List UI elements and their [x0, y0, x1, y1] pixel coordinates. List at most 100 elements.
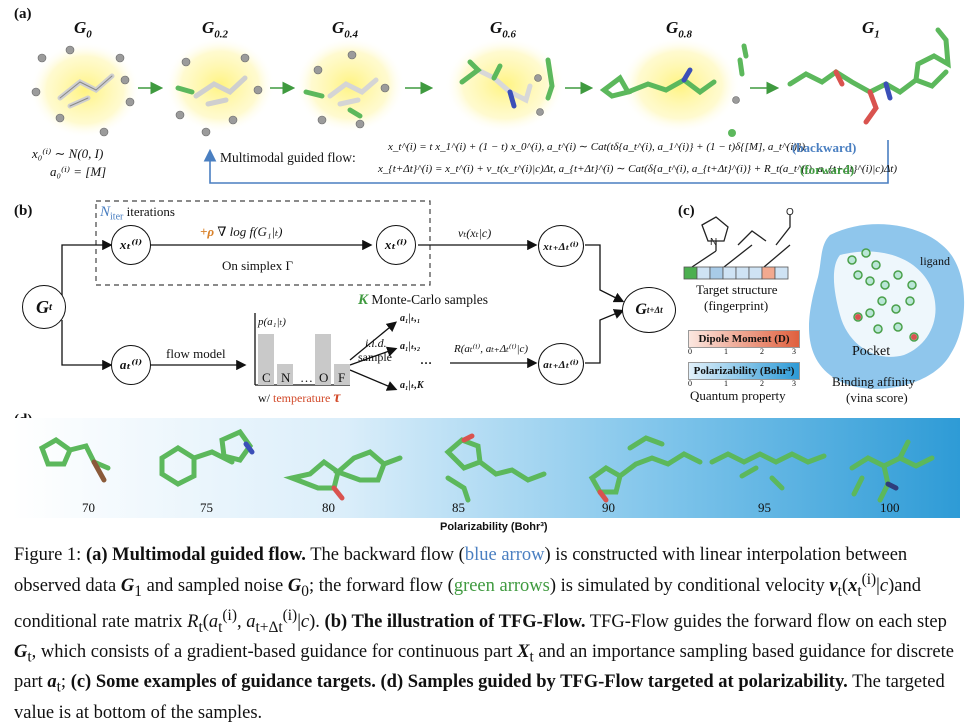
polarizability-axis-label: Polarizability (Bohr³): [440, 521, 548, 533]
caption-c-head: (c) Some examples of guidance targets.: [70, 672, 376, 693]
sample-dots: …: [420, 353, 432, 367]
forward-tag: (forward): [800, 162, 855, 177]
n-iter-label: Niter iterations: [100, 204, 175, 223]
panel-a-label: (a): [14, 6, 32, 22]
prob-bar-0: [258, 334, 274, 385]
node-at: aₜ⁽ⁱ⁾: [111, 345, 151, 385]
caption-fig: Figure 1:: [14, 545, 82, 565]
pocket-label: Pocket: [852, 344, 891, 359]
caption-green-arrows: green arrows: [453, 575, 550, 596]
init-noise: x₀⁽ⁱ⁾ ∼ N(0, I): [32, 146, 104, 161]
flow-model-label: flow model: [166, 346, 226, 361]
fingerprint-cell-2: [709, 266, 724, 280]
bar-letters: C N … O F: [259, 370, 349, 386]
polar-tick-0: 0: [688, 379, 692, 388]
caption-b-head: (b) The illustration of TFG-Flow.: [324, 612, 586, 632]
dipole-tick-0: 0: [688, 347, 692, 356]
flow-label: Multimodal guided flow:: [220, 150, 356, 165]
figure-caption: Figure 1: (a) Multimodal guided flow. Th…: [14, 545, 954, 723]
fingerprint-cell-1: [696, 266, 711, 280]
iteration-box: [95, 200, 431, 286]
dipole-bar: Dipole Moment (D): [688, 330, 800, 348]
value-70: 70: [82, 500, 95, 515]
sample-2: a₁|ₜ,₂: [400, 341, 421, 352]
g-label-06: G0.6: [490, 18, 517, 41]
bar-letter-c: C: [262, 370, 271, 385]
node-xt: xₜ⁽ⁱ⁾: [111, 225, 151, 265]
fingerprint-cell-3: [722, 266, 737, 280]
node-xt-dt: xₜ₊Δₜ⁽ⁱ⁾: [538, 225, 584, 267]
value-90: 90: [602, 500, 615, 515]
svg-text:O: O: [786, 207, 794, 218]
node-xt-guided: xₜ⁽ⁱ⁾: [376, 225, 416, 265]
value-75: 75: [200, 500, 213, 515]
dipole-tick-3: 3: [792, 347, 796, 356]
value-80: 80: [322, 500, 335, 515]
backward-tag: (backward): [792, 140, 857, 155]
prob-bar-3: [315, 334, 331, 385]
value-85: 85: [452, 500, 465, 515]
panel-a-graphics: [30, 27, 951, 184]
binding-label-1: Binding affinity: [832, 374, 916, 389]
panel-b-label: (b): [14, 203, 33, 219]
eq-backward: x_t^(i) = t x_1^(i) + (1 − t) x_0^(i), a…: [388, 141, 806, 153]
iid-label: i.i.d.: [365, 336, 387, 350]
dipole-tick-2: 2: [760, 347, 764, 356]
p-label: p(a₁|ₜ): [258, 316, 286, 328]
panel-c-graphics: N O: [683, 207, 965, 389]
bar-letter-f: F: [338, 370, 346, 385]
gradient-guidance: +ρ ∇ log f(G₁|ₜ): [200, 224, 283, 239]
caption-a-head: (a) Multimodal guided flow.: [85, 545, 306, 565]
fingerprint-cell-7: [774, 266, 789, 280]
fingerprint-cell-0: [683, 266, 698, 280]
binding-label-2: (vina score): [846, 390, 908, 405]
g-label-1: G1: [862, 18, 880, 41]
caption-d-head: (d) Samples guided by TFG-Flow targeted …: [380, 672, 848, 693]
probability-bars: [258, 334, 350, 385]
sample-molecules: [38, 428, 935, 503]
ligand-label: ligand: [920, 254, 950, 268]
g-label-0: G0: [74, 18, 92, 41]
fingerprint-cells: [683, 266, 789, 280]
target-structure-label: Target structure: [696, 282, 778, 297]
fingerprint-label: (fingerprint): [704, 298, 769, 313]
sample-k: a₁|ₜ,K: [400, 380, 424, 391]
bar-letter-dots: …: [300, 370, 313, 385]
caption-blue-arrow: blue arrow: [464, 545, 545, 565]
rate-label: R(aₜ⁽ⁱ⁾, aₜ₊Δₜ⁽ⁱ⁾|c): [454, 343, 529, 355]
init-mask: a₀⁽ⁱ⁾ = [M]: [50, 164, 107, 179]
polar-tick-3: 3: [792, 379, 796, 388]
polar-tick-1: 1: [724, 379, 728, 388]
g-label-08: G0.8: [666, 18, 693, 41]
panel-c-label: (c): [678, 203, 695, 219]
fingerprint-cell-4: [735, 266, 750, 280]
polarizability-bar: Polarizability (Bohr³): [688, 362, 800, 380]
sample-label: sample: [358, 350, 392, 364]
eq-forward: x_{t+Δt}^(i) = x_t^(i) + v_t(x_t^(i)|c)Δ…: [378, 163, 898, 175]
prob-bar-1: [277, 364, 293, 385]
g-label-04: G0.4: [332, 18, 359, 41]
velocity-label: vₜ(xₜ|c): [458, 226, 492, 240]
simplex-label: On simplex Γ: [222, 258, 294, 273]
polarizability-gradient: 70 75 80 85 90 95 100: [12, 418, 960, 518]
quantum-label: Quantum property: [690, 388, 786, 403]
glow-g0: [30, 42, 140, 138]
sample-1: a₁|ₜ,₁: [400, 313, 421, 324]
node-at-dt: aₜ₊Δₜ⁽ⁱ⁾: [538, 343, 584, 385]
panel-b-graphics: [61, 200, 625, 391]
dipole-tick-1: 1: [724, 347, 728, 356]
value-100: 100: [880, 500, 900, 515]
backward-arrow: [203, 140, 889, 184]
temperature-label: w/ temperature τ: [258, 389, 341, 406]
value-95: 95: [758, 500, 771, 515]
svg-text:N: N: [710, 237, 717, 248]
g-label-02: G0.2: [202, 18, 229, 41]
monte-carlo-label: K Monte-Carlo samples: [358, 292, 488, 308]
fingerprint-cell-5: [748, 266, 763, 280]
bar-letter-o: O: [319, 370, 329, 385]
prob-bar-4: [334, 364, 350, 385]
bar-letter-n: N: [281, 370, 291, 385]
fingerprint-cell-6: [761, 266, 776, 280]
